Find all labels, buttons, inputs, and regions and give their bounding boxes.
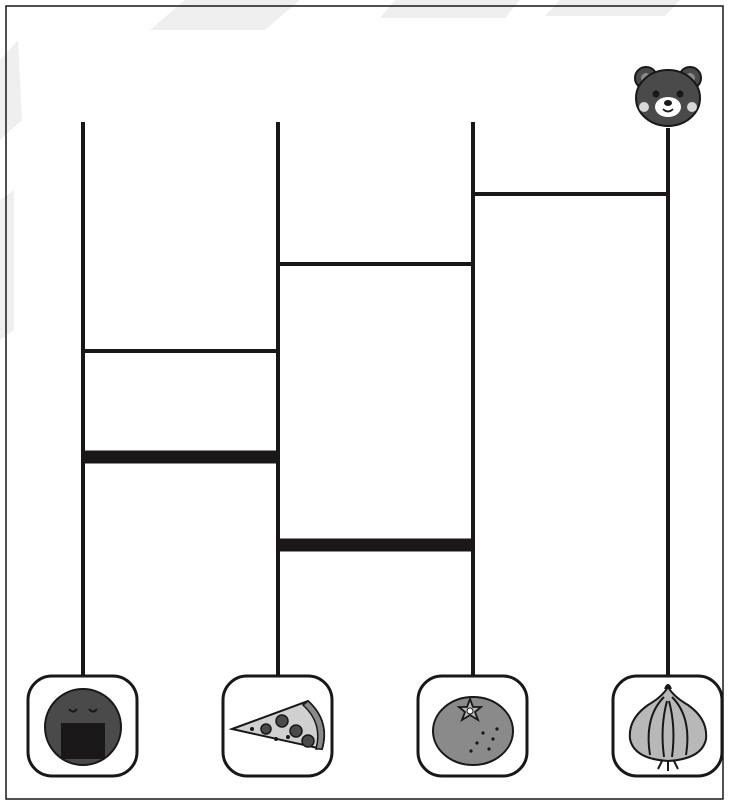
ladder-rails	[81, 122, 670, 680]
onion-icon	[628, 684, 708, 771]
background-decoration	[0, 0, 680, 340]
page-border	[5, 5, 724, 800]
onigiri-icon	[44, 688, 122, 766]
endpoint-pizza[interactable]	[221, 674, 334, 778]
mandarin-orange-icon	[432, 696, 514, 766]
endpoint-mandarin[interactable]	[416, 674, 529, 778]
ladder-rungs	[83, 192, 668, 552]
pizza-slice-icon	[228, 699, 326, 751]
bear-icon	[634, 66, 702, 127]
endpoint-onion[interactable]	[611, 674, 724, 778]
endpoint-onigiri[interactable]	[26, 674, 139, 778]
